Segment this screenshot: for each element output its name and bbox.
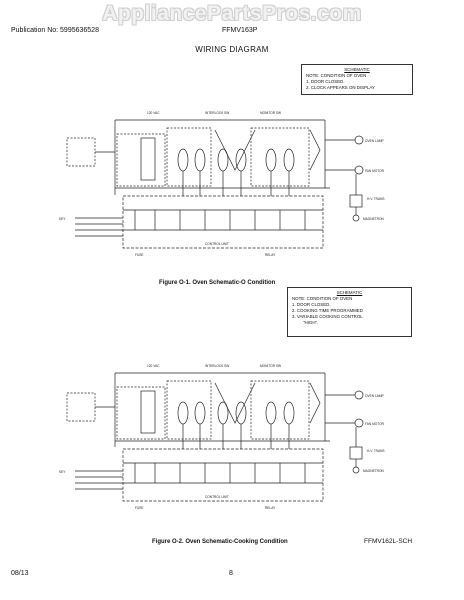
schematic-drawing-2: 120 VAC INTERLOCK SW MONITOR SW OVEN LAM…: [59, 364, 385, 510]
note-line: 2. CLOCK APPEARS ON DISPLAY: [306, 85, 375, 90]
publication-number: Publication No: 5995636528: [11, 27, 99, 34]
svg-text:RELAY: RELAY: [265, 253, 276, 257]
svg-text:FAN MOTOR: FAN MOTOR: [365, 422, 385, 426]
svg-text:MONITOR SW: MONITOR SW: [260, 364, 281, 368]
footer-date: 08/13: [11, 570, 29, 577]
note-line: 1. DOOR CLOSED.: [306, 79, 345, 84]
model-reference: FFMV162L-SCH: [364, 538, 413, 545]
figure-caption-2: Figure O-2. Oven Schematic-Cooking Condi…: [152, 539, 288, 545]
svg-text:FUSE: FUSE: [135, 253, 144, 257]
svg-text:KEY: KEY: [59, 470, 66, 474]
model-number: FFMV163P: [222, 27, 258, 34]
svg-text:MAGNETRON: MAGNETRON: [363, 469, 384, 473]
note-line: NOTE: CONDITION OF OVEN: [292, 296, 353, 301]
note-line: 3. VARIABLE COOKING CONTROL: [292, 314, 363, 319]
svg-text:INTERLOCK SW: INTERLOCK SW: [205, 111, 229, 115]
svg-text:FUSE: FUSE: [135, 506, 144, 510]
svg-text:MONITOR SW: MONITOR SW: [260, 111, 281, 115]
note-title: SCHEMATIC: [344, 67, 370, 72]
svg-text:120 VAC: 120 VAC: [147, 111, 160, 115]
svg-text:RELAY: RELAY: [265, 506, 276, 510]
svg-text:MAGNETRON: MAGNETRON: [363, 217, 384, 221]
wiring-diagram-1: 120 VAC INTERLOCK SW MONITOR SW OVEN LAM…: [55, 100, 405, 275]
svg-text:FAN MOTOR: FAN MOTOR: [365, 169, 385, 173]
note-title: SCHEMATIC: [336, 290, 363, 295]
svg-text:OVEN LAMP: OVEN LAMP: [365, 139, 384, 143]
note-line: "HIGH".: [292, 320, 319, 325]
page-number: 8: [229, 570, 233, 577]
svg-text:H.V. TRANS: H.V. TRANS: [367, 449, 385, 453]
wiring-diagram-2: 120 VAC INTERLOCK SW MONITOR SW OVEN LAM…: [55, 355, 405, 525]
schematic-note-2: SCHEMATIC NOTE: CONDITION OF OVEN 1. DOO…: [287, 287, 412, 337]
svg-text:INTERLOCK SW: INTERLOCK SW: [205, 364, 229, 368]
svg-text:CONTROL UNIT: CONTROL UNIT: [205, 495, 229, 499]
svg-text:H.V. TRANS: H.V. TRANS: [367, 197, 385, 201]
note-line: 2. COOKING TIME PROGRAMMED: [292, 308, 363, 313]
note-line: NOTE: CONDITION OF OVEN: [306, 73, 367, 78]
note-line: 1. DOOR CLOSED.: [292, 302, 331, 307]
svg-text:KEY: KEY: [59, 217, 66, 221]
svg-text:CONTROL UNIT: CONTROL UNIT: [205, 242, 229, 246]
figure-caption-1: Figure O-1. Oven Schematic-O Condition: [159, 280, 276, 286]
watermark-logo: AppliancePartsPros.com: [102, 2, 362, 25]
page-title: WIRING DIAGRAM: [195, 45, 269, 54]
schematic-drawing-1: 120 VAC INTERLOCK SW MONITOR SW OVEN LAM…: [59, 111, 385, 257]
svg-text:OVEN LAMP: OVEN LAMP: [365, 394, 384, 398]
svg-text:120 VAC: 120 VAC: [147, 364, 160, 368]
schematic-note-1: SCHEMATIC NOTE: CONDITION OF OVEN 1. DOO…: [301, 64, 413, 95]
